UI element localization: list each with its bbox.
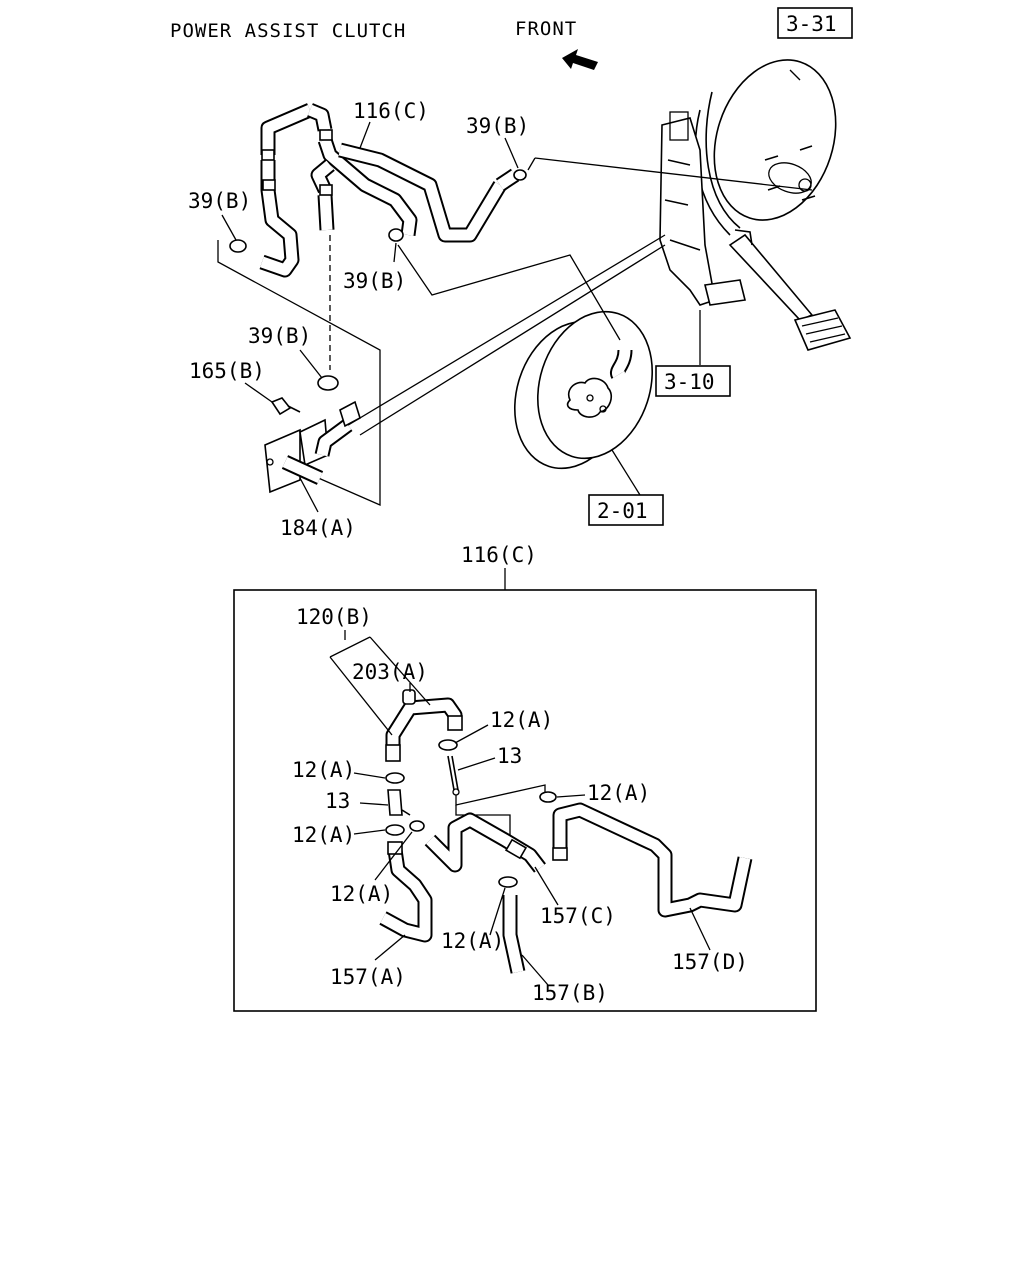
front-label: FRONT	[515, 18, 577, 40]
label-clamp-6: 12(A)	[441, 929, 504, 953]
detail-parts	[379, 689, 753, 974]
ref-box-pedal[interactable]: 3-10	[655, 365, 731, 397]
label-hose-assembly: 116(C)	[353, 99, 429, 123]
label-pipe-assembly: 120(B)	[296, 605, 372, 629]
label-clip-top-right: 39(B)	[466, 114, 529, 138]
master-vac-booster	[694, 59, 837, 236]
mounting-bracket	[264, 375, 361, 494]
ref-box-booster-label: 2-01	[597, 499, 648, 523]
pedal-bracket	[659, 111, 852, 351]
brake-booster	[513, 310, 654, 470]
diagram-title: POWER ASSIST CLUTCH	[170, 20, 406, 42]
label-clamp-1: 12(A)	[490, 708, 553, 732]
leader-lines-top	[221, 121, 701, 513]
front-arrow-icon	[562, 49, 598, 70]
leader-lines-detail	[329, 630, 711, 986]
ref-box-master-vac-label: 3-31	[786, 12, 837, 36]
label-clamp-2: 12(A)	[292, 758, 355, 782]
label-clip-mid: 39(B)	[343, 269, 406, 293]
label-joint-2: 13	[325, 789, 350, 813]
label-hose-b: 157(B)	[532, 981, 608, 1005]
hose-assembly-top	[229, 103, 527, 278]
label-hose-d: 157(D)	[672, 950, 748, 974]
label-clip-lower: 39(B)	[248, 324, 311, 348]
ref-box-booster[interactable]: 2-01	[588, 494, 664, 526]
label-clamp-4: 12(A)	[292, 823, 355, 847]
label-clamp-5: 12(A)	[330, 882, 393, 906]
label-hose-c: 157(C)	[540, 904, 616, 928]
label-bracket: 184(A)	[280, 516, 356, 540]
label-joint-1: 13	[497, 744, 522, 768]
label-hose-a: 157(A)	[330, 965, 406, 989]
label-cap: 203(A)	[352, 660, 428, 684]
ref-box-master-vac[interactable]: 3-31	[777, 7, 853, 39]
detail-title: 116(C)	[461, 543, 537, 567]
label-clamp-3: 12(A)	[587, 781, 650, 805]
ref-box-pedal-label: 3-10	[664, 370, 715, 394]
label-bolt: 165(B)	[189, 359, 265, 383]
routing-lines	[217, 69, 813, 506]
label-clip-left: 39(B)	[188, 189, 251, 213]
detail-frame	[233, 589, 817, 1012]
